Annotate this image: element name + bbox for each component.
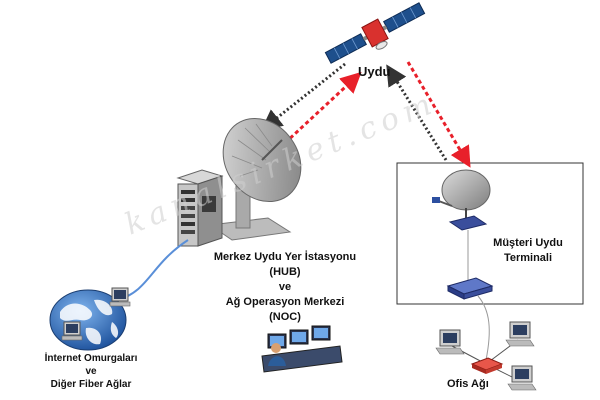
computer-icon [61, 321, 83, 341]
downlink-arrow-right [386, 64, 448, 161]
hub-label: Merkez Uydu Yer İstasyonu (HUB) ve Ağ Op… [205, 250, 365, 325]
hub-label-line: ve [278, 281, 292, 293]
computer-icon [505, 321, 535, 347]
uplink-arrow-right [406, 61, 471, 168]
computer-icon [435, 329, 465, 355]
hub-label-line: Ağ Operasyon Merkezi [225, 296, 345, 308]
server-rack-icon [176, 169, 224, 247]
internet-label-line: Diğer Fiber Ağlar [50, 379, 132, 390]
satellite-icon [324, 2, 426, 64]
office-label: Ofis Ağı [447, 378, 489, 390]
hub-label-line: Merkez Uydu Yer İstasyonu [213, 251, 357, 263]
hub-satellite-link [260, 62, 362, 145]
uplink-arrow-left [283, 71, 362, 145]
computer-icon [507, 365, 537, 391]
modem-icon [446, 277, 494, 300]
dish-antenna-icon [208, 117, 302, 241]
hub-label-line: (NOC) [269, 311, 301, 323]
internet-label-line: İnternet Omurgaları [44, 353, 138, 364]
internet-label-line: ve [85, 366, 97, 377]
terminal-label-line: Müşteri Uydu [493, 237, 563, 249]
internet-label: İnternet Omurgaları ve Diğer Fiber Ağlar [36, 352, 146, 391]
terminal-label-line: Terminali [503, 252, 553, 264]
computer-icon [109, 287, 131, 307]
dish-antenna-icon [432, 169, 491, 231]
hub-label-line: (HUB) [269, 266, 301, 278]
terminal-label: Müşteri Uydu Terminali [478, 236, 578, 266]
satellite-label: Uydu [358, 64, 391, 79]
operator-console-icon [261, 325, 343, 373]
modem-router-cable [477, 295, 490, 361]
router-icon [470, 357, 504, 374]
downlink-arrow-left [260, 62, 346, 131]
satellite-terminal-link [386, 61, 471, 168]
terminal-frame [396, 162, 584, 305]
